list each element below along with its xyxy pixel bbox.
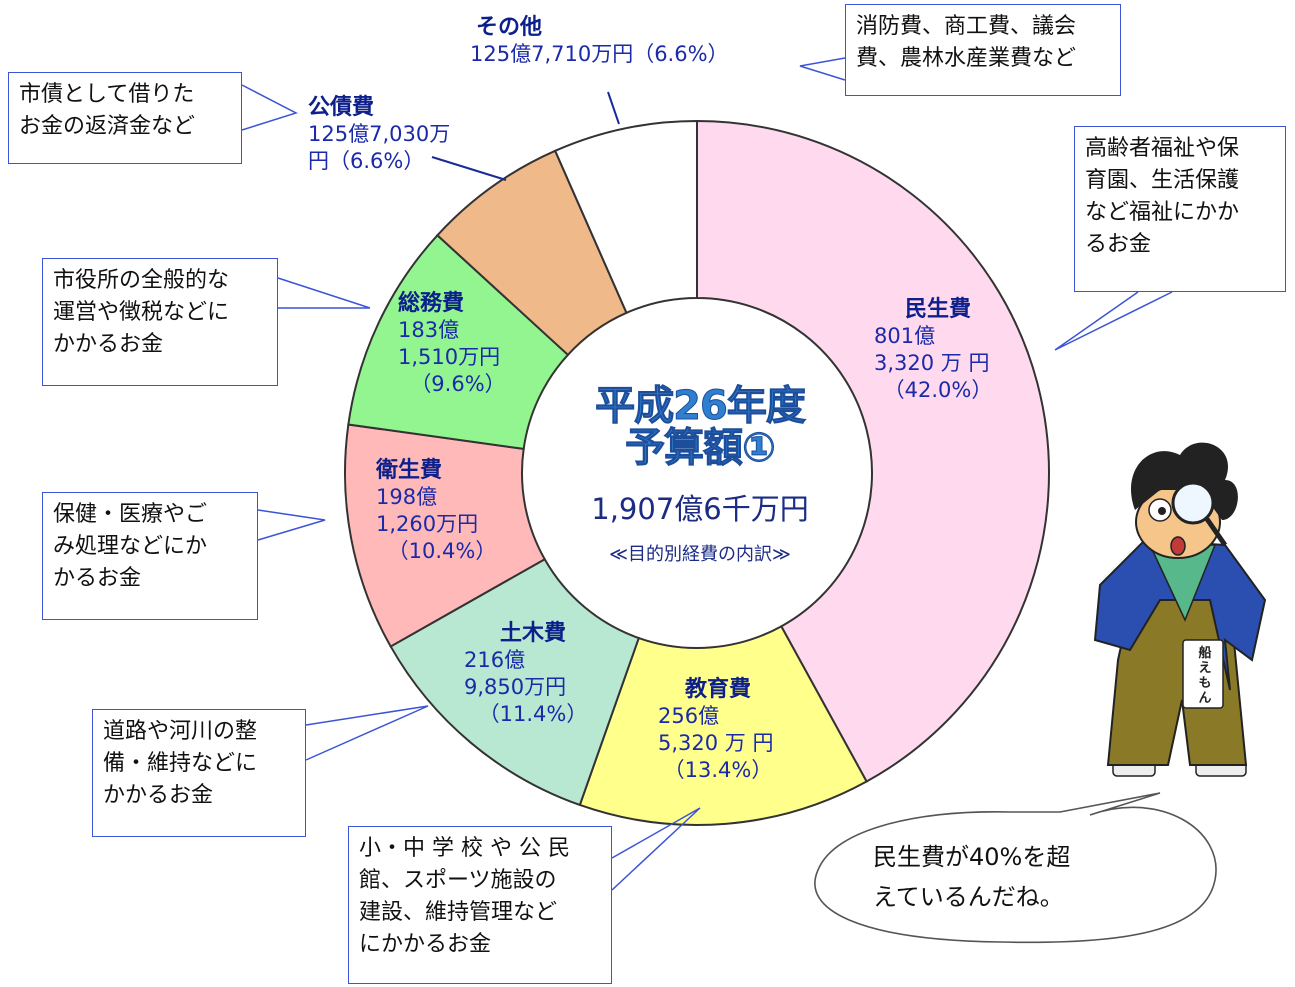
segment-amount: 801億 [874, 324, 936, 348]
segment-amount: 3,320 万 円 [874, 351, 990, 375]
speech-bubble [814, 792, 1217, 944]
chart-subtitle: ≪目的別経費の内訳≫ [609, 544, 791, 565]
segment-label-eisei: 衛生費 198億 1,260万円 （10.4%） [362, 457, 522, 565]
total-amount: 1,907億6千万円 [591, 492, 809, 526]
segment-label-somu: 総務費 183億 1,510万円 （9.6%） [378, 290, 538, 398]
note-line: 保健・医療やご [53, 502, 208, 527]
segment-percent: （9.6%） [410, 372, 506, 396]
note-line: にかかるお金 [359, 932, 492, 957]
note-somu: 市役所の全般的な 運営や徴税などに かかるお金 [42, 258, 278, 386]
sonota-callout-tail [799, 57, 846, 81]
donut-slice-minsei [696, 119, 1050, 783]
badge-char: 船 [1198, 646, 1212, 661]
badge-char: ん [1198, 691, 1212, 706]
kousai-leader-line [431, 156, 507, 181]
character-name-badge: 船 え も ん [1189, 646, 1221, 706]
segment-label-kyoiku: 教育費 256億 5,320 万 円 （13.4%） [628, 676, 808, 784]
segment-name: 公債費 [308, 95, 375, 120]
segment-amount: 125億7,710万円（6.6%） [470, 42, 729, 66]
kyoiku-callout-tail [611, 807, 701, 891]
segment-percent: （10.4%） [387, 539, 497, 563]
note-line: 市役所の全般的な [53, 268, 230, 293]
speech-text: 民生費が40%を超 えているんだね。 [873, 837, 1113, 917]
segment-label-doboku: 土木費 216億 9,850万円 （11.4%） [448, 620, 618, 728]
segment-amount: 125億7,030万 [308, 122, 451, 146]
sonota-leader-line [607, 91, 620, 125]
segment-amount: 198億 [376, 485, 438, 509]
note-line: かるお金 [53, 566, 142, 591]
note-line: 運営や徴税などに [53, 300, 230, 325]
segment-percent: （13.4%） [663, 758, 773, 782]
note-line: 建設、維持管理など [359, 900, 558, 925]
note-minsei: 高齢者福祉や保 育園、生活保護 など福祉にかか るお金 [1074, 126, 1286, 292]
donut-slice-doboku [389, 557, 641, 807]
note-line: 小・中 学 校 や 公 民 [359, 836, 570, 861]
character-illustration [1093, 442, 1267, 777]
segment-label-minsei: 民生費 801億 3,320 万 円 （42.0%） [838, 296, 1038, 404]
segment-name: 衛生費 [376, 458, 443, 483]
segment-amount: 256億 [658, 704, 720, 728]
note-line: 備・維持などに [103, 751, 258, 776]
segment-amount: 1,260万円 [376, 512, 479, 536]
note-line: お金の返済金など [19, 114, 196, 139]
segment-percent: （42.0%） [883, 378, 993, 402]
note-sonota: 消防費、商工費、議会 費、農林水産業費など [845, 4, 1121, 96]
note-line: など福祉にかか [1085, 200, 1240, 225]
speech-line: えているんだね。 [873, 883, 1064, 911]
minsei-callout-tail [1054, 291, 1173, 351]
segment-label-sonota: その他 125億7,710万円（6.6%） [470, 14, 790, 68]
note-line: かかるお金 [103, 783, 214, 808]
chart-title-line: 平成26年度 [595, 383, 807, 429]
note-kousai: 市債として借りた お金の返済金など [8, 72, 242, 164]
note-line: かかるお金 [53, 332, 164, 357]
segment-amount: 216億 [464, 648, 526, 672]
note-kyoiku: 小・中 学 校 や 公 民 館、スポーツ施設の 建設、維持管理など にかかるお金 [348, 826, 612, 984]
segment-label-kousai: 公債費 125億7,030万 円（6.6%） [308, 94, 498, 175]
donut-slice-sonota [553, 119, 698, 315]
note-line: 館、スポーツ施設の [359, 868, 557, 893]
note-doboku: 道路や河川の整 備・維持などに かかるお金 [92, 709, 306, 837]
segment-amount: 183億 [398, 318, 460, 342]
note-line: 道路や河川の整 [103, 719, 258, 744]
eisei-callout-tail [257, 509, 326, 541]
note-line: 育園、生活保護 [1085, 168, 1240, 193]
note-line: 費、農林水産業費など [856, 46, 1077, 71]
chart-title: 平成26年度 予算額① [560, 383, 840, 471]
note-line: 消防費、商工費、議会 [856, 14, 1077, 39]
speech-line: 民生費が40%を超 [873, 843, 1071, 871]
segment-amount: 5,320 万 円 [658, 731, 774, 755]
segment-amount: 1,510万円 [398, 345, 501, 369]
doboku-callout-tail [305, 705, 429, 761]
note-line: 市債として借りた [19, 82, 195, 107]
segment-amount: 9,850万円 [464, 675, 567, 699]
segment-amount: 円（6.6%） [308, 149, 425, 173]
segment-percent: （11.4%） [478, 702, 588, 726]
donut-slice-kyoiku [578, 624, 868, 826]
badge-char: え [1198, 661, 1212, 676]
note-eisei: 保健・医療やご み処理などにか かるお金 [42, 492, 258, 620]
kousai-callout-tail [241, 84, 298, 131]
segment-name: その他 [476, 15, 543, 40]
note-line: み処理などにか [53, 534, 208, 559]
note-line: るお金 [1085, 232, 1152, 257]
badge-char: も [1198, 676, 1212, 691]
segment-name: 総務費 [398, 291, 465, 316]
chart-title-line: 予算額① [625, 425, 777, 471]
note-line: 高齢者福祉や保 [1085, 136, 1240, 161]
somu-callout-tail [277, 277, 371, 309]
segment-name: 教育費 [684, 677, 751, 702]
segment-name: 民生費 [904, 297, 971, 322]
segment-name: 土木費 [499, 621, 566, 646]
